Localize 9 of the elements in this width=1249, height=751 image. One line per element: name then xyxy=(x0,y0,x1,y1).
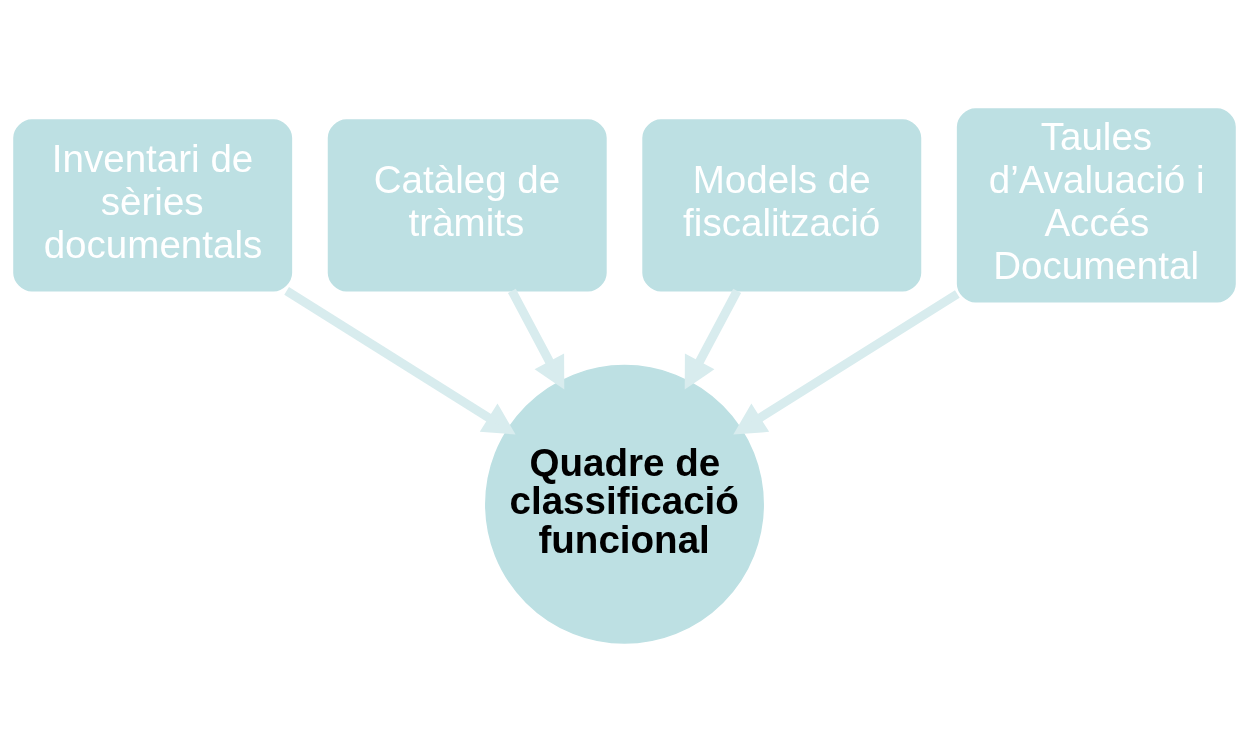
arrow xyxy=(284,286,516,435)
arrow xyxy=(507,288,565,389)
node-box: Taules d’Avaluació i Accés Documental xyxy=(956,107,1236,303)
node-box: Models de fiscalització xyxy=(642,118,922,291)
node-box: Inventari de sèries documentals xyxy=(13,118,293,291)
node-box: Catàleg de tràmits xyxy=(327,118,607,291)
arrow xyxy=(684,288,742,389)
arrow xyxy=(733,289,960,435)
node-circle: Quadre de classificació funcional xyxy=(485,364,764,644)
